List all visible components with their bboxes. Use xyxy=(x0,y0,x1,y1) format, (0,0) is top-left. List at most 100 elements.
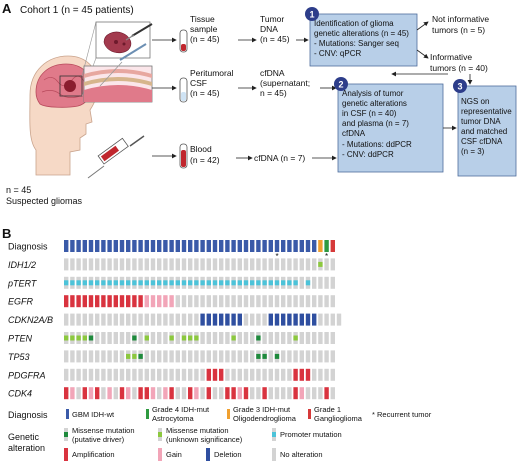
syringe-icon xyxy=(87,135,145,179)
alteration-cell xyxy=(64,295,69,308)
alteration-cell xyxy=(181,368,187,381)
alteration-cell xyxy=(219,368,224,381)
alteration-cell xyxy=(206,313,211,326)
alteration-cell xyxy=(144,350,149,363)
csf-cfdna: cfDNA xyxy=(260,68,285,78)
alteration-cell xyxy=(312,258,317,271)
mutation-mark xyxy=(107,280,112,286)
alteration-cell xyxy=(144,313,149,326)
informative: Informative xyxy=(430,52,472,62)
alteration-cell xyxy=(237,258,242,271)
alteration-cell xyxy=(262,368,267,381)
alteration-cell xyxy=(287,332,292,344)
alteration-cell xyxy=(138,258,143,271)
alteration-cell xyxy=(76,258,81,271)
alteration-cell xyxy=(175,387,180,400)
diagnosis-cell xyxy=(206,240,211,252)
alteration-cell xyxy=(169,313,174,326)
alteration-cell xyxy=(268,258,273,271)
alteration-cell xyxy=(64,313,69,326)
cohort-title: Cohort 1 (n = 45 patients) xyxy=(20,5,134,16)
alteration-cell xyxy=(243,258,249,271)
alteration-cell xyxy=(126,332,131,344)
alteration-cell xyxy=(324,258,329,271)
alteration-cell xyxy=(64,368,69,381)
box1-line: - Mutations: Sanger seq xyxy=(314,39,399,48)
alteration-cell xyxy=(82,258,87,271)
mutation-mark xyxy=(132,280,137,286)
alteration-cell xyxy=(188,313,193,326)
legend-swatch-astro xyxy=(146,409,149,419)
alteration-cell xyxy=(76,368,81,381)
alteration-cell xyxy=(150,368,156,381)
alteration-cell xyxy=(206,350,211,363)
alteration-cell xyxy=(132,258,137,271)
row-label: PDGFRA xyxy=(8,370,46,380)
box3-line: (n = 3) xyxy=(461,147,485,156)
alteration-cell xyxy=(237,350,242,363)
row-label: TP53 xyxy=(8,352,30,362)
alteration-cell xyxy=(113,313,118,326)
legend-gang-2: Ganglioglioma xyxy=(314,414,363,423)
alteration-cell xyxy=(181,295,187,308)
mutation-mark xyxy=(318,261,323,267)
alteration-cell xyxy=(237,387,242,400)
alteration-cell xyxy=(299,258,304,271)
alteration-cell xyxy=(268,350,273,363)
alteration-cell xyxy=(188,387,193,400)
row-label: pTERT xyxy=(7,278,38,288)
alteration-cell xyxy=(169,258,174,271)
mutation-mark xyxy=(237,280,242,286)
alteration-cell xyxy=(287,350,292,363)
alteration-cell xyxy=(157,295,162,308)
alteration-cell xyxy=(237,313,242,326)
alteration-cell xyxy=(126,387,131,400)
box3-line: representative xyxy=(461,107,512,116)
alteration-cell xyxy=(256,258,261,271)
alteration-cell xyxy=(318,350,323,363)
diagnosis-cell xyxy=(330,240,335,252)
mutation-mark xyxy=(144,280,149,286)
alteration-cell xyxy=(126,313,131,326)
mutation-mark xyxy=(274,353,280,359)
alteration-cell xyxy=(194,387,199,400)
alteration-cell xyxy=(107,295,112,308)
not-informative: Not informative xyxy=(432,14,489,24)
diagnosis-cell xyxy=(305,240,311,252)
alteration-cell xyxy=(318,313,323,326)
box3-line: and matched xyxy=(461,127,507,136)
legend-missense-driver-2: (putative driver) xyxy=(72,435,125,444)
alteration-cell xyxy=(330,258,335,271)
alteration-cell xyxy=(299,295,304,308)
patients-n: n = 45 xyxy=(6,185,31,195)
legend-oligo-2: Oligodendroglioma xyxy=(233,414,297,423)
diagnosis-cell xyxy=(144,240,149,252)
mutation-mark xyxy=(144,335,149,341)
recurrent-star: * xyxy=(325,252,328,261)
mutation-mark xyxy=(157,280,162,286)
mutation-mark xyxy=(188,280,193,286)
alteration-cell xyxy=(175,332,180,344)
alteration-cell xyxy=(70,387,75,400)
alteration-cell xyxy=(318,332,323,344)
alteration-cell xyxy=(243,332,249,344)
alteration-cell xyxy=(250,387,255,400)
alteration-cell xyxy=(64,387,69,400)
diagnosis-cell xyxy=(101,240,106,252)
head-brain-icon xyxy=(29,55,99,176)
legend-oligo: Grade 3 IDH-mut xyxy=(233,405,291,414)
alteration-cell xyxy=(250,350,255,363)
legend-swatch-none xyxy=(272,448,276,461)
diagnosis-cell xyxy=(150,240,156,252)
blood-n: (n = 42) xyxy=(190,155,220,165)
mutation-mark xyxy=(138,280,143,286)
alteration-cell xyxy=(188,295,193,308)
mutation-mark xyxy=(132,335,137,341)
diagnosis-cell xyxy=(312,240,317,252)
alteration-cell xyxy=(219,350,224,363)
alteration-cell xyxy=(318,276,323,289)
legend-missense-driver: Missense mutation xyxy=(72,426,135,435)
diagnosis-cell xyxy=(119,240,125,252)
row-labels: DiagnosisIDH1/2pTERTEGFRCDKN2A/BPTENTP53… xyxy=(7,242,53,399)
